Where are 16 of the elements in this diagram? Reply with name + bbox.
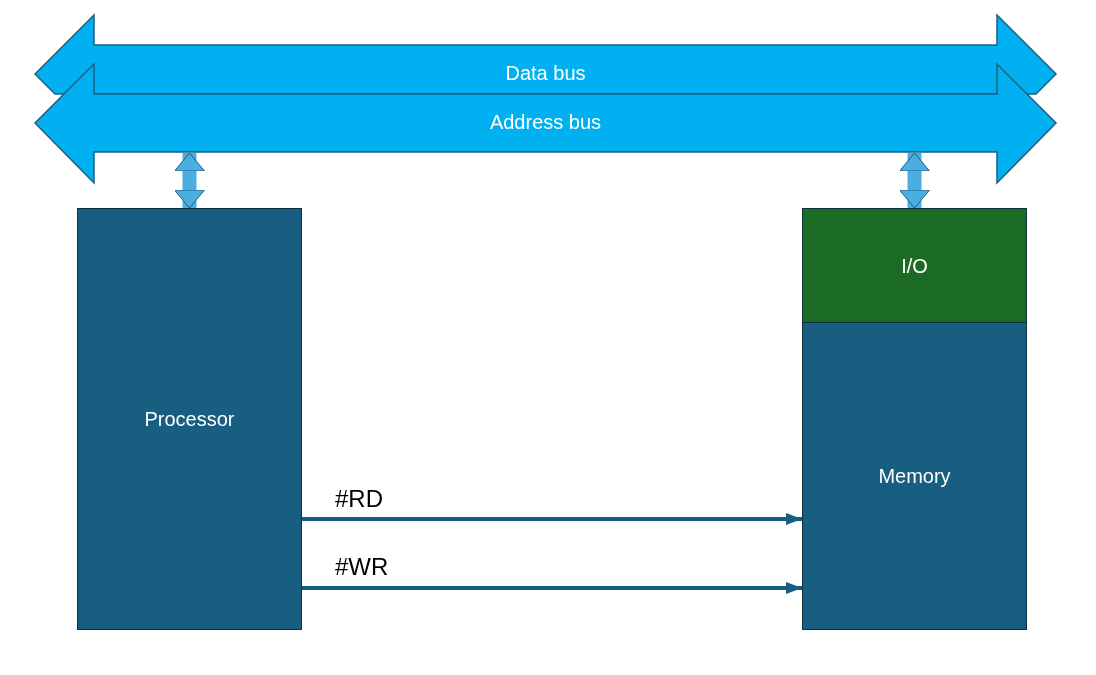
bus-band <box>35 64 1056 183</box>
component-block <box>802 208 1027 323</box>
component-block <box>77 208 302 630</box>
block-label: Processor <box>143 407 236 431</box>
bus-label: Data bus <box>504 62 587 85</box>
arrow <box>302 513 802 525</box>
double-arrow <box>899 152 930 209</box>
double-arrow <box>174 152 205 209</box>
block-label: Memory <box>877 464 952 488</box>
bus-label: Address bus <box>488 111 603 134</box>
component-block <box>802 322 1027 630</box>
arrow <box>302 582 802 594</box>
bus-band <box>35 15 1056 94</box>
signal-label: #WR <box>335 553 389 581</box>
signal-label: #RD <box>335 485 383 513</box>
block-label: I/O <box>900 254 929 277</box>
